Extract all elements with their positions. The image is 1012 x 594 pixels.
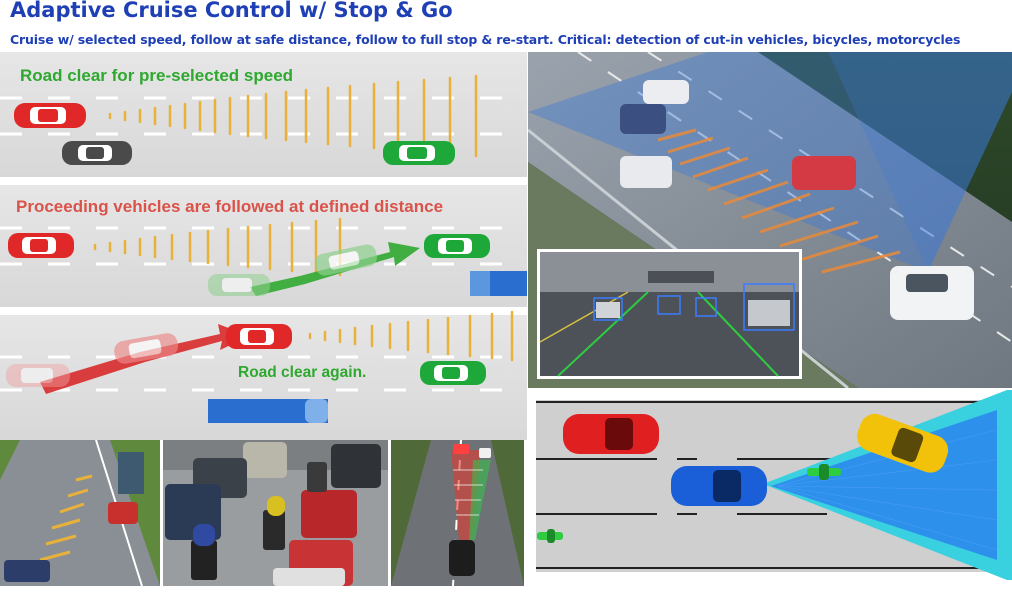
lane-radar-photo: [391, 440, 524, 586]
highway-sensor-scene: [528, 52, 1012, 388]
cut-in-car-faded: [208, 274, 270, 296]
page-title: Adaptive Cruise Control w/ Stop & Go: [10, 0, 453, 22]
top-down-sensor-diagram: [527, 390, 1012, 590]
bicycle-green: [537, 529, 563, 543]
camera-view-inset: [537, 249, 802, 379]
merging-car-faded: [114, 333, 179, 364]
cut-in-car-yellow: [857, 413, 949, 473]
truck-blue: [470, 271, 527, 296]
ego-car-blue: [671, 466, 767, 506]
motorcycle-green: [807, 464, 841, 480]
ego-car-red: [8, 233, 74, 258]
truck-blue: [208, 399, 328, 423]
cut-in-car-faded: [315, 244, 377, 276]
merging-car-faded: [6, 364, 70, 387]
car-green: [424, 234, 490, 258]
ego-car-red: [14, 103, 86, 128]
car-green: [420, 361, 486, 385]
ego-car-red: [226, 324, 292, 349]
car-green: [383, 141, 455, 165]
acc-scenarios-diagram: Road clear for pre-selected speed Procee…: [0, 52, 527, 440]
scenario-label-road-clear-again: Road clear again.: [238, 364, 367, 381]
page-subtitle: Cruise w/ selected speed, follow at safe…: [10, 32, 961, 47]
scenario-label-road-clear: Road clear for pre-selected speed: [20, 66, 294, 85]
motorcycles-traffic-photo: [163, 440, 388, 586]
neighbor-car-red: [563, 414, 659, 454]
scenario-label-following: Proceeding vehicles are followed at defi…: [16, 197, 444, 216]
highway-lane-photo: [0, 440, 160, 586]
car-grey: [62, 141, 132, 165]
